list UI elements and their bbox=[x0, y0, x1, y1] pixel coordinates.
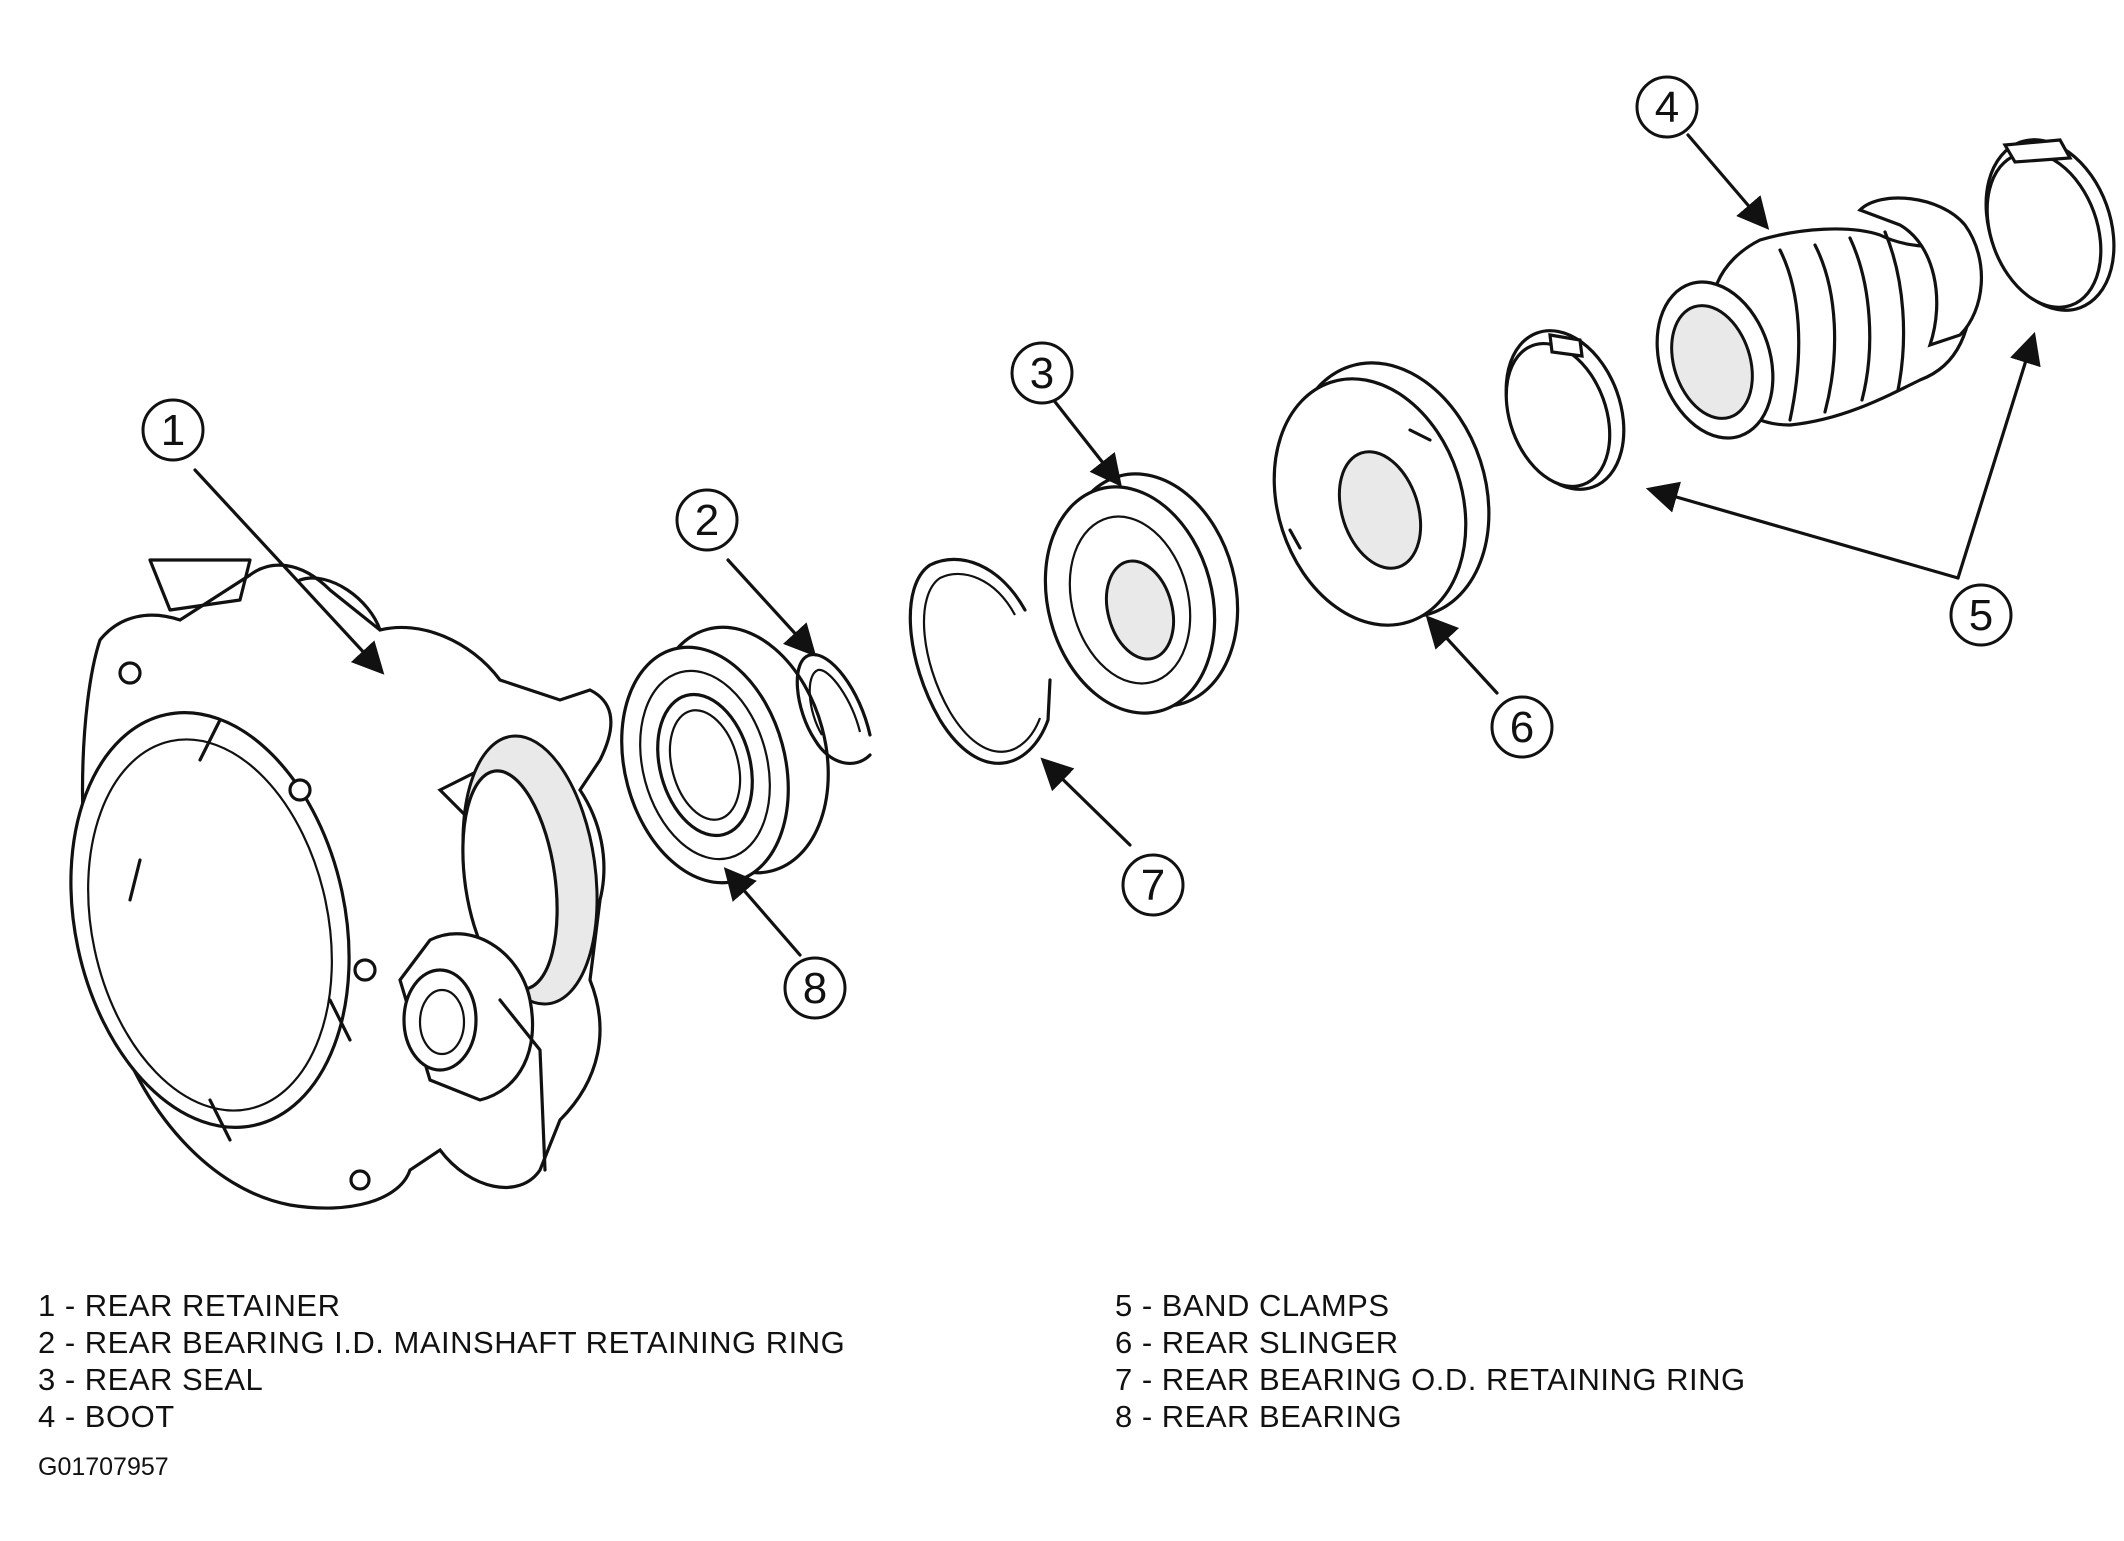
leader-arrows bbox=[193, 133, 2041, 957]
svg-text:3: 3 bbox=[1030, 349, 1054, 398]
callout-5: 5 bbox=[1949, 583, 2013, 647]
svg-text:2: 2 bbox=[695, 496, 719, 545]
legend-item-4: 4 - BOOT bbox=[38, 1399, 175, 1434]
rear-slinger-part bbox=[1272, 361, 1491, 627]
svg-text:4: 4 bbox=[1655, 83, 1679, 132]
band-clamp-small-part bbox=[1504, 329, 1626, 491]
band-clamp-large-part bbox=[1984, 138, 2116, 312]
svg-text:1: 1 bbox=[161, 406, 185, 455]
callout-1: 1 bbox=[141, 398, 205, 462]
legend-right-column: 5 - BAND CLAMPS 6 - REAR SLINGER 7 - REA… bbox=[1115, 1287, 1746, 1435]
svg-text:5: 5 bbox=[1969, 591, 1993, 640]
callout-6: 6 bbox=[1490, 695, 1554, 759]
svg-text:8: 8 bbox=[803, 964, 827, 1013]
legend-item-8: 8 - REAR BEARING bbox=[1115, 1399, 1403, 1434]
callout-4: 4 bbox=[1635, 75, 1699, 139]
legend-item-5: 5 - BAND CLAMPS bbox=[1115, 1288, 1390, 1323]
callout-8: 8 bbox=[783, 956, 847, 1020]
legend-item-3: 3 - REAR SEAL bbox=[38, 1362, 264, 1397]
callout-3: 3 bbox=[1010, 341, 1074, 405]
id-retaining-ring-part bbox=[795, 653, 872, 765]
callout-7: 7 bbox=[1121, 853, 1185, 917]
od-retaining-ring-part bbox=[908, 557, 1052, 765]
boot-part bbox=[1655, 196, 1983, 440]
figure-id: G01707957 bbox=[38, 1453, 169, 1481]
svg-text:7: 7 bbox=[1141, 861, 1165, 910]
legend-item-2: 2 - REAR BEARING I.D. MAINSHAFT RETAININ… bbox=[38, 1325, 846, 1360]
rear-retainer-part bbox=[69, 558, 613, 1210]
legend-item-6: 6 - REAR SLINGER bbox=[1115, 1325, 1399, 1360]
callout-2: 2 bbox=[675, 488, 739, 552]
svg-text:6: 6 bbox=[1510, 703, 1534, 752]
rear-bearing-part bbox=[620, 625, 830, 885]
legend-item-7: 7 - REAR BEARING O.D. RETAINING RING bbox=[1115, 1362, 1746, 1397]
legend-left-column: 1 - REAR RETAINER 2 - REAR BEARING I.D. … bbox=[38, 1287, 845, 1435]
legend-item-1: 1 - REAR RETAINER bbox=[38, 1288, 341, 1323]
rear-seal-part bbox=[1043, 472, 1240, 715]
